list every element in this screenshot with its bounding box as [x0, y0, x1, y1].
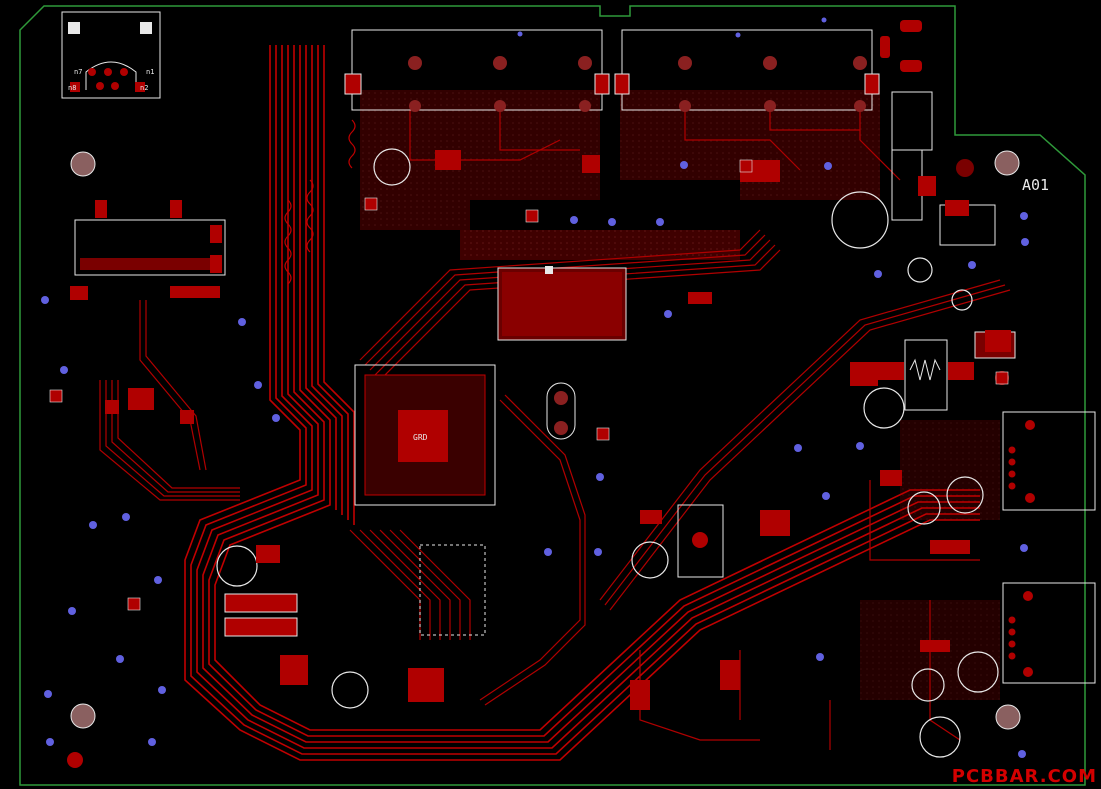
secondary-ic [408, 544, 486, 702]
vias [41, 17, 1029, 758]
pin-label-n2: n2 [140, 84, 148, 92]
pin-header-left [74, 200, 226, 276]
top-connector-right [614, 29, 880, 112]
top-connector-left [344, 29, 610, 112]
rj-connector: n7 n1 n8 n2 [61, 11, 161, 99]
pin-label-n8: n8 [68, 84, 76, 92]
chip-marking: GRD [413, 433, 428, 442]
memory-chip [497, 266, 627, 341]
serpentine-traces [284, 119, 356, 285]
smd-components [70, 150, 1011, 710]
pin-label-n7: n7 [74, 68, 82, 76]
crystal-oscillator [546, 382, 576, 440]
pin-label-n1: n1 [146, 68, 154, 76]
main-bus-traces [184, 45, 980, 761]
right-connector-pins [692, 20, 1035, 677]
electrolytic-capacitors [216, 148, 999, 758]
board-id-label: A01 [1022, 176, 1049, 194]
right-connectors [677, 91, 1096, 684]
board-outline [19, 5, 1086, 786]
square-pads [49, 159, 1009, 611]
watermark: PCBBAR.COM [951, 766, 1097, 787]
main-cpu: GRD [354, 364, 496, 506]
